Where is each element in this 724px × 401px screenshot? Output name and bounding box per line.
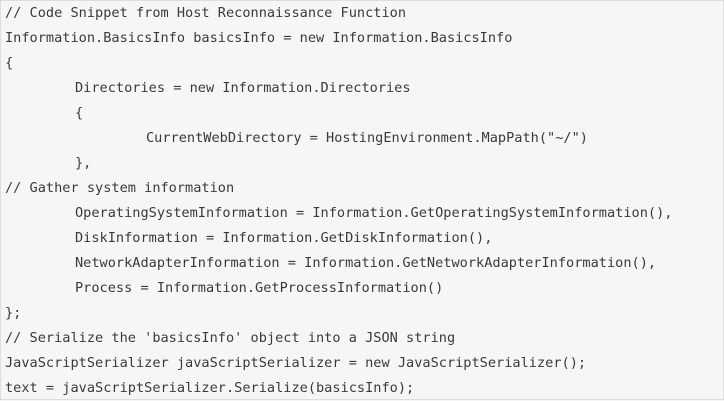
code-line: DiskInformation = Information.GetDiskInf… [75, 230, 493, 246]
code-line-comment: // Gather system information [5, 180, 235, 196]
code-line: }, [75, 155, 92, 171]
code-line: text = javaScriptSerializer.Serialize(ba… [5, 380, 415, 396]
code-line: CurrentWebDirectory = HostingEnvironment… [146, 130, 588, 146]
code-line: }; [5, 305, 22, 321]
code-line: JavaScriptSerializer javaScriptSerialize… [5, 355, 587, 371]
code-line: { [75, 105, 84, 121]
code-line: Process = Information.GetProcessInformat… [75, 280, 444, 296]
code-line: { [5, 55, 14, 71]
code-line: Directories = new Information.Directorie… [75, 80, 411, 96]
code-line: NetworkAdapterInformation = Information.… [75, 255, 657, 271]
code-line-comment: // Serialize the 'basicsInfo' object int… [5, 330, 456, 346]
code-line: OperatingSystemInformation = Information… [75, 205, 673, 221]
code-line: Information.BasicsInfo basicsInfo = new … [5, 30, 513, 46]
code-line-comment: // Code Snippet from Host Reconnaissance… [5, 5, 407, 21]
